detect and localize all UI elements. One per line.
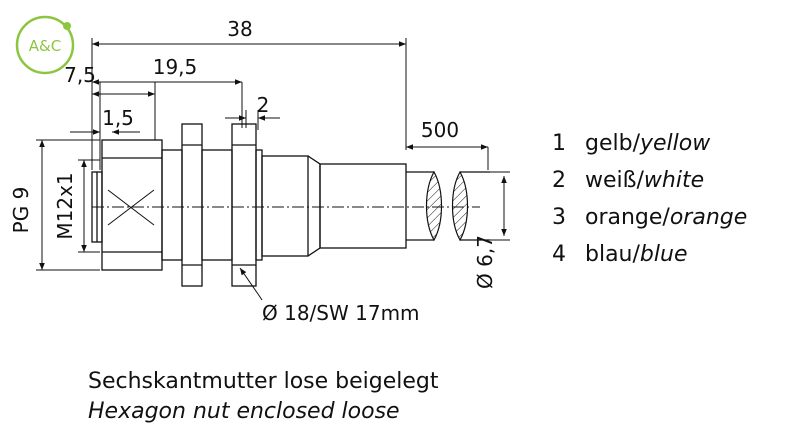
dim-2-label: 2 [257,93,270,117]
connector-body [91,123,490,287]
pin-number: 3 [552,205,566,230]
dimension-pg9: PG 9 [9,139,100,271]
pin-color: gelb/yellow [585,131,711,156]
wiring-row: 2 weiß/white [552,168,704,193]
m12-label: M12x1 [53,172,77,239]
dim-7-5-label: 7,5 [64,63,96,87]
dimension-1-5: 1,5 [70,106,140,135]
logo-text: A&C [29,37,61,55]
dimension-m12: M12x1 [53,159,100,253]
pg9-label: PG 9 [9,187,33,234]
note-english: Hexagon nut enclosed loose [88,399,400,424]
dimension-7-5: 7,5 [64,63,155,97]
pin-color: orange/orange [585,205,747,230]
dimension-cable-diameter: Ø 6,7 [473,171,510,289]
pin-color: weiß/white [585,168,704,193]
pin-number: 1 [552,131,566,156]
cable-break [425,170,469,242]
extension-lines [91,38,407,170]
note-german: Sechskantmutter lose beigelegt [88,369,439,394]
pin-color: blau/blue [585,242,687,267]
cable-diameter-label: Ø 6,7 [473,235,497,289]
dim-1-5-label: 1,5 [102,106,134,130]
dim-19-5-label: 19,5 [153,55,198,79]
dim-38-label: 38 [227,17,252,41]
wiring-row: 4 blau/blue [552,242,687,267]
wiring-row: 1 gelb/yellow [552,131,711,156]
dimension-500: 500 [406,118,489,170]
wiring-legend: 1 gelb/yellow 2 weiß/white 3 orange/oran… [552,131,747,267]
pin-number: 4 [552,242,566,267]
dim-500-label: 500 [421,118,459,142]
dimension-38: 38 [92,17,406,47]
pin-number: 2 [552,168,566,193]
dimension-2: 2 [225,93,280,121]
company-logo: A&C [15,15,75,75]
wiring-row: 3 orange/orange [552,205,747,230]
dimension-19-5: 19,5 [92,55,243,128]
nut-spec-label: Ø 18/SW 17mm [262,301,420,325]
nut-leader: Ø 18/SW 17mm [239,267,420,325]
